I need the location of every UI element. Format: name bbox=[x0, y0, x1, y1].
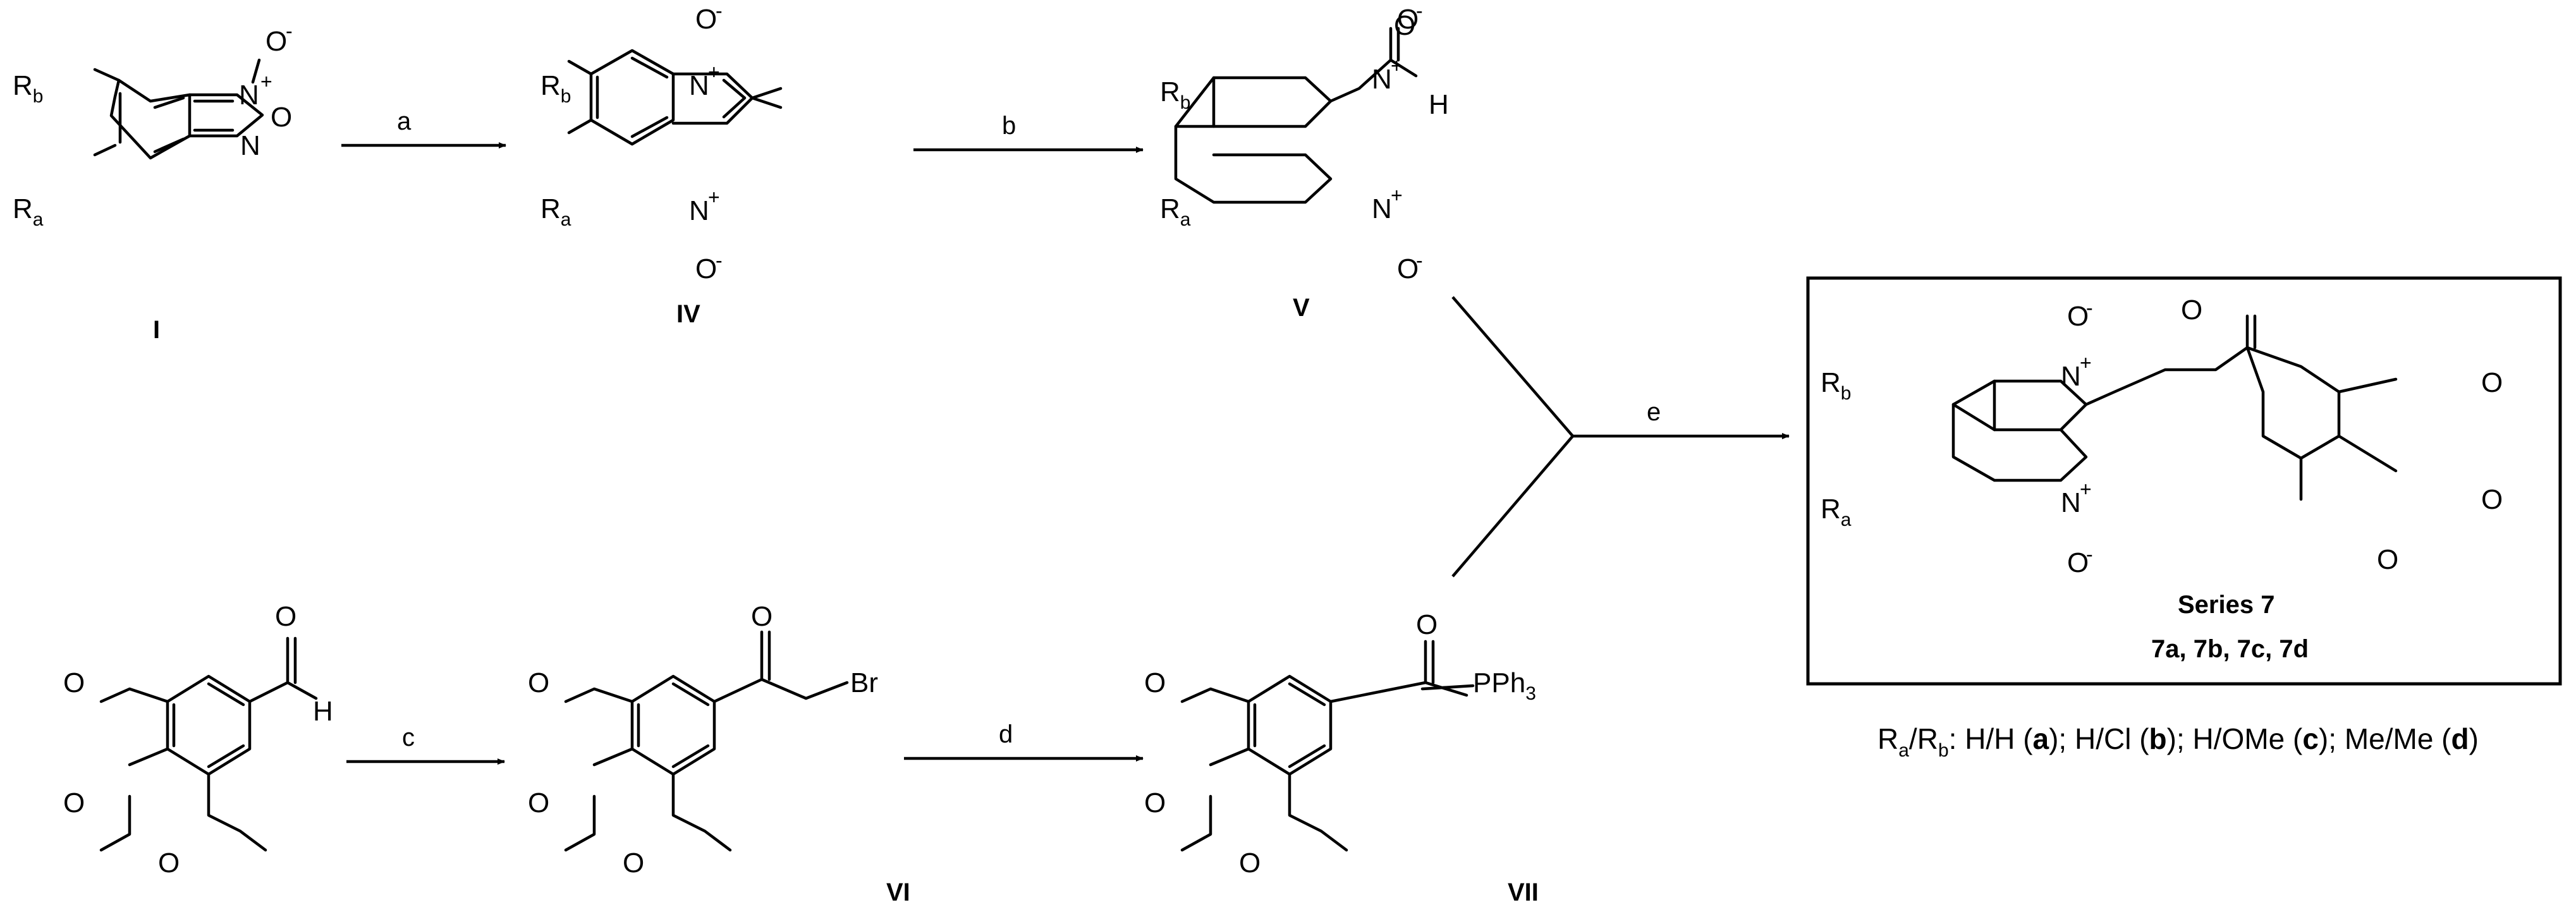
svg-text:Rb: Rb bbox=[13, 70, 43, 107]
svg-text:Ra: Ra bbox=[1160, 193, 1191, 230]
svg-text:c: c bbox=[402, 724, 415, 751]
compound-I-structure bbox=[93, 58, 264, 160]
svg-text:O: O bbox=[158, 848, 180, 878]
compound-label-IV: IV bbox=[676, 300, 700, 328]
compound-V-labels: Rb Ra O H N + O - N + O - V bbox=[1160, 0, 1449, 322]
svg-text:-: - bbox=[2086, 543, 2093, 566]
svg-text:N: N bbox=[689, 70, 709, 101]
svg-text:-: - bbox=[1416, 249, 1423, 272]
svg-text:O: O bbox=[2067, 301, 2089, 332]
svg-text:e: e bbox=[1647, 398, 1661, 426]
compound-label-V: V bbox=[1293, 294, 1310, 322]
svg-text:O: O bbox=[528, 667, 549, 698]
svg-text:O: O bbox=[2481, 484, 2503, 515]
svg-text:Ra: Ra bbox=[13, 193, 44, 230]
series-7-labels: Rb Ra O N + O - N + O - O O O Series 7 7… bbox=[1821, 295, 2503, 663]
compound-IV-labels: Rb Ra N + O - N + O - IV bbox=[540, 0, 723, 328]
svg-text:+: + bbox=[1391, 54, 1403, 77]
svg-text:H: H bbox=[1429, 89, 1449, 120]
svg-text:O: O bbox=[1397, 4, 1419, 35]
svg-text:N: N bbox=[1372, 64, 1392, 95]
aldehyde-labels: O H O O O bbox=[63, 601, 333, 878]
svg-text:O: O bbox=[695, 253, 717, 284]
svg-text:H: H bbox=[313, 696, 333, 727]
svg-text:O: O bbox=[2481, 367, 2503, 398]
svg-text:-: - bbox=[1416, 0, 1423, 22]
svg-text:+: + bbox=[1391, 184, 1403, 207]
svg-text:+: + bbox=[708, 186, 720, 209]
reaction-arrow-a: a bbox=[341, 107, 506, 149]
svg-text:N: N bbox=[2061, 361, 2081, 392]
svg-text:a: a bbox=[397, 107, 412, 135]
svg-text:Rb: Rb bbox=[1160, 76, 1190, 113]
compound-label-I: I bbox=[153, 316, 160, 344]
svg-text:N: N bbox=[2061, 487, 2081, 518]
svg-text:O: O bbox=[2377, 544, 2398, 575]
svg-text:O: O bbox=[266, 26, 287, 57]
compound-V-structure bbox=[1174, 27, 1418, 204]
svg-text:O: O bbox=[275, 601, 296, 632]
compound-VII-labels: O PPh3 O O O VII bbox=[1144, 609, 1539, 906]
aldehyde-structure bbox=[99, 636, 318, 852]
compound-IV-structure bbox=[567, 49, 783, 146]
svg-text:N: N bbox=[689, 195, 709, 226]
svg-text:PPh3: PPh3 bbox=[1473, 667, 1536, 704]
svg-text:O: O bbox=[623, 848, 644, 878]
svg-text:+: + bbox=[260, 70, 272, 93]
series-7-members: 7a, 7b, 7c, 7d bbox=[2151, 635, 2309, 663]
svg-text:O: O bbox=[1144, 667, 1166, 698]
svg-text:-: - bbox=[286, 20, 293, 42]
svg-text:O: O bbox=[63, 787, 85, 818]
svg-text:O: O bbox=[1416, 609, 1438, 640]
reaction-arrow-e: e bbox=[1451, 296, 1790, 578]
svg-text:+: + bbox=[2080, 351, 2092, 374]
svg-text:b: b bbox=[1002, 112, 1016, 140]
svg-text:Ra: Ra bbox=[1821, 494, 1852, 530]
svg-text:O: O bbox=[63, 667, 85, 698]
series-7-title: Series 7 bbox=[2178, 591, 2274, 619]
compound-label-VI: VI bbox=[886, 878, 910, 906]
product-box bbox=[1806, 276, 2562, 686]
compound-VI-structure bbox=[564, 630, 849, 852]
substituent-caption: Ra/Rb: H/H (a); H/Cl (b); H/OMe (c); Me/… bbox=[1877, 722, 2479, 761]
reaction-arrow-d: d bbox=[904, 720, 1144, 762]
svg-text:O: O bbox=[2067, 547, 2089, 578]
compound-I-labels: Rb Ra N + O - O N I bbox=[13, 20, 293, 344]
svg-text:Rb: Rb bbox=[1821, 367, 1851, 404]
svg-text:Br: Br bbox=[850, 667, 878, 698]
svg-text:N: N bbox=[1372, 193, 1392, 224]
svg-text:-: - bbox=[2086, 296, 2093, 319]
svg-text:O: O bbox=[1144, 787, 1166, 818]
series-7-structure bbox=[1951, 314, 2398, 501]
svg-text:+: + bbox=[708, 61, 720, 83]
svg-text:O: O bbox=[1394, 10, 1415, 41]
svg-text:Ra: Ra bbox=[540, 193, 571, 230]
svg-text:O: O bbox=[271, 102, 292, 133]
svg-text:N: N bbox=[239, 80, 259, 111]
svg-text:O: O bbox=[1397, 253, 1419, 284]
svg-text:-: - bbox=[716, 249, 723, 272]
svg-text:d: d bbox=[999, 720, 1013, 748]
compound-label-VII: VII bbox=[1508, 878, 1539, 906]
svg-text:+: + bbox=[2080, 478, 2092, 501]
reaction-arrow-c: c bbox=[346, 724, 505, 765]
svg-text:-: - bbox=[716, 0, 723, 22]
svg-text:O: O bbox=[751, 601, 772, 632]
svg-text:Rb: Rb bbox=[540, 70, 571, 107]
svg-text:O: O bbox=[2181, 295, 2202, 325]
svg-text:O: O bbox=[695, 4, 717, 35]
compound-VII-structure bbox=[1180, 640, 1475, 852]
compound-VI-labels: O Br O O O VI bbox=[528, 601, 910, 906]
svg-text:N: N bbox=[240, 130, 260, 161]
svg-text:O: O bbox=[1239, 848, 1261, 878]
reaction-arrow-b: b bbox=[913, 112, 1144, 153]
svg-text:O: O bbox=[528, 787, 549, 818]
